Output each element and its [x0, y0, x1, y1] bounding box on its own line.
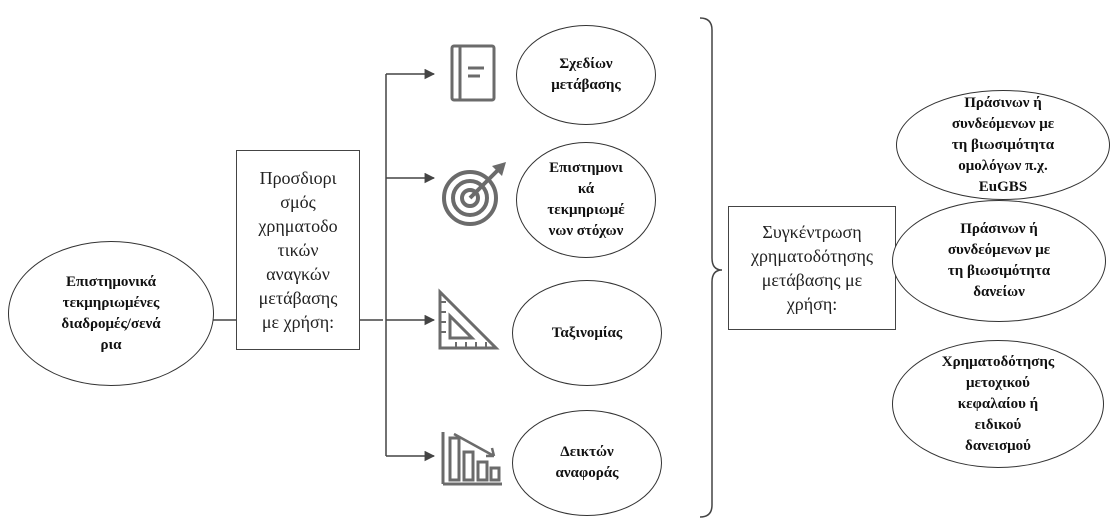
- tool-label-targets: Επιστημονι κά τεκμηριωμέ νων στόχων: [547, 160, 625, 239]
- concentration-box: Συγκέντρωση χρηματοδότησης μετάβασης με …: [728, 206, 896, 330]
- tool-ellipse-benchmarks: Δεικτών αναφοράς: [512, 410, 662, 516]
- instrument-ellipse-equity: Χρηματοδότησης μετοχικού κεφαλαίου ή ειδ…: [892, 340, 1104, 468]
- tool-label-plans: Σχεδίων μετάβασης: [551, 56, 621, 93]
- set-square-ruler-icon: [438, 288, 500, 350]
- source-label: Επιστημονικά τεκμηριωμένες διαδρομές/σεν…: [61, 273, 161, 353]
- concentration-label: Συγκέντρωση χρηματοδότησης μετάβασης με …: [750, 222, 874, 314]
- tool-ellipse-taxonomy: Ταξινομίας: [512, 280, 662, 386]
- tool-label-taxonomy: Ταξινομίας: [551, 324, 623, 341]
- identification-box: Προσδιορι σμός χρηματοδο τικών αναγκών μ…: [236, 150, 360, 350]
- instrument-label-bonds: Πράσινων ή συνδεόμενων με τη βιωσιμότητα…: [951, 94, 1055, 195]
- bar-chart-icon: [441, 432, 502, 486]
- instrument-label-loans: Πράσινων ή συνδεόμενων με τη βιωσιμότητα…: [947, 221, 1051, 300]
- instrument-ellipse-loans: Πράσινων ή συνδεόμενων με τη βιωσιμότητα…: [892, 200, 1106, 322]
- identification-label: Προσδιορι σμός χρηματοδο τικών αναγκών μ…: [258, 168, 338, 332]
- tool-ellipse-plans: Σχεδίων μετάβασης: [516, 25, 656, 125]
- tool-label-benchmarks: Δεικτών αναφοράς: [555, 444, 619, 481]
- target-arrow-icon: [442, 162, 506, 226]
- tool-ellipse-targets: Επιστημονι κά τεκμηριωμέ νων στόχων: [516, 142, 656, 258]
- right-brace: [699, 17, 723, 518]
- instrument-label-equity: Χρηματοδότησης μετοχικού κεφαλαίου ή ειδ…: [941, 353, 1055, 454]
- source-ellipse: Επιστημονικά τεκμηριωμένες διαδρομές/σεν…: [8, 241, 214, 386]
- notebook-icon: [450, 44, 496, 102]
- instrument-ellipse-bonds: Πράσινων ή συνδεόμενων με τη βιωσιμότητα…: [896, 90, 1110, 200]
